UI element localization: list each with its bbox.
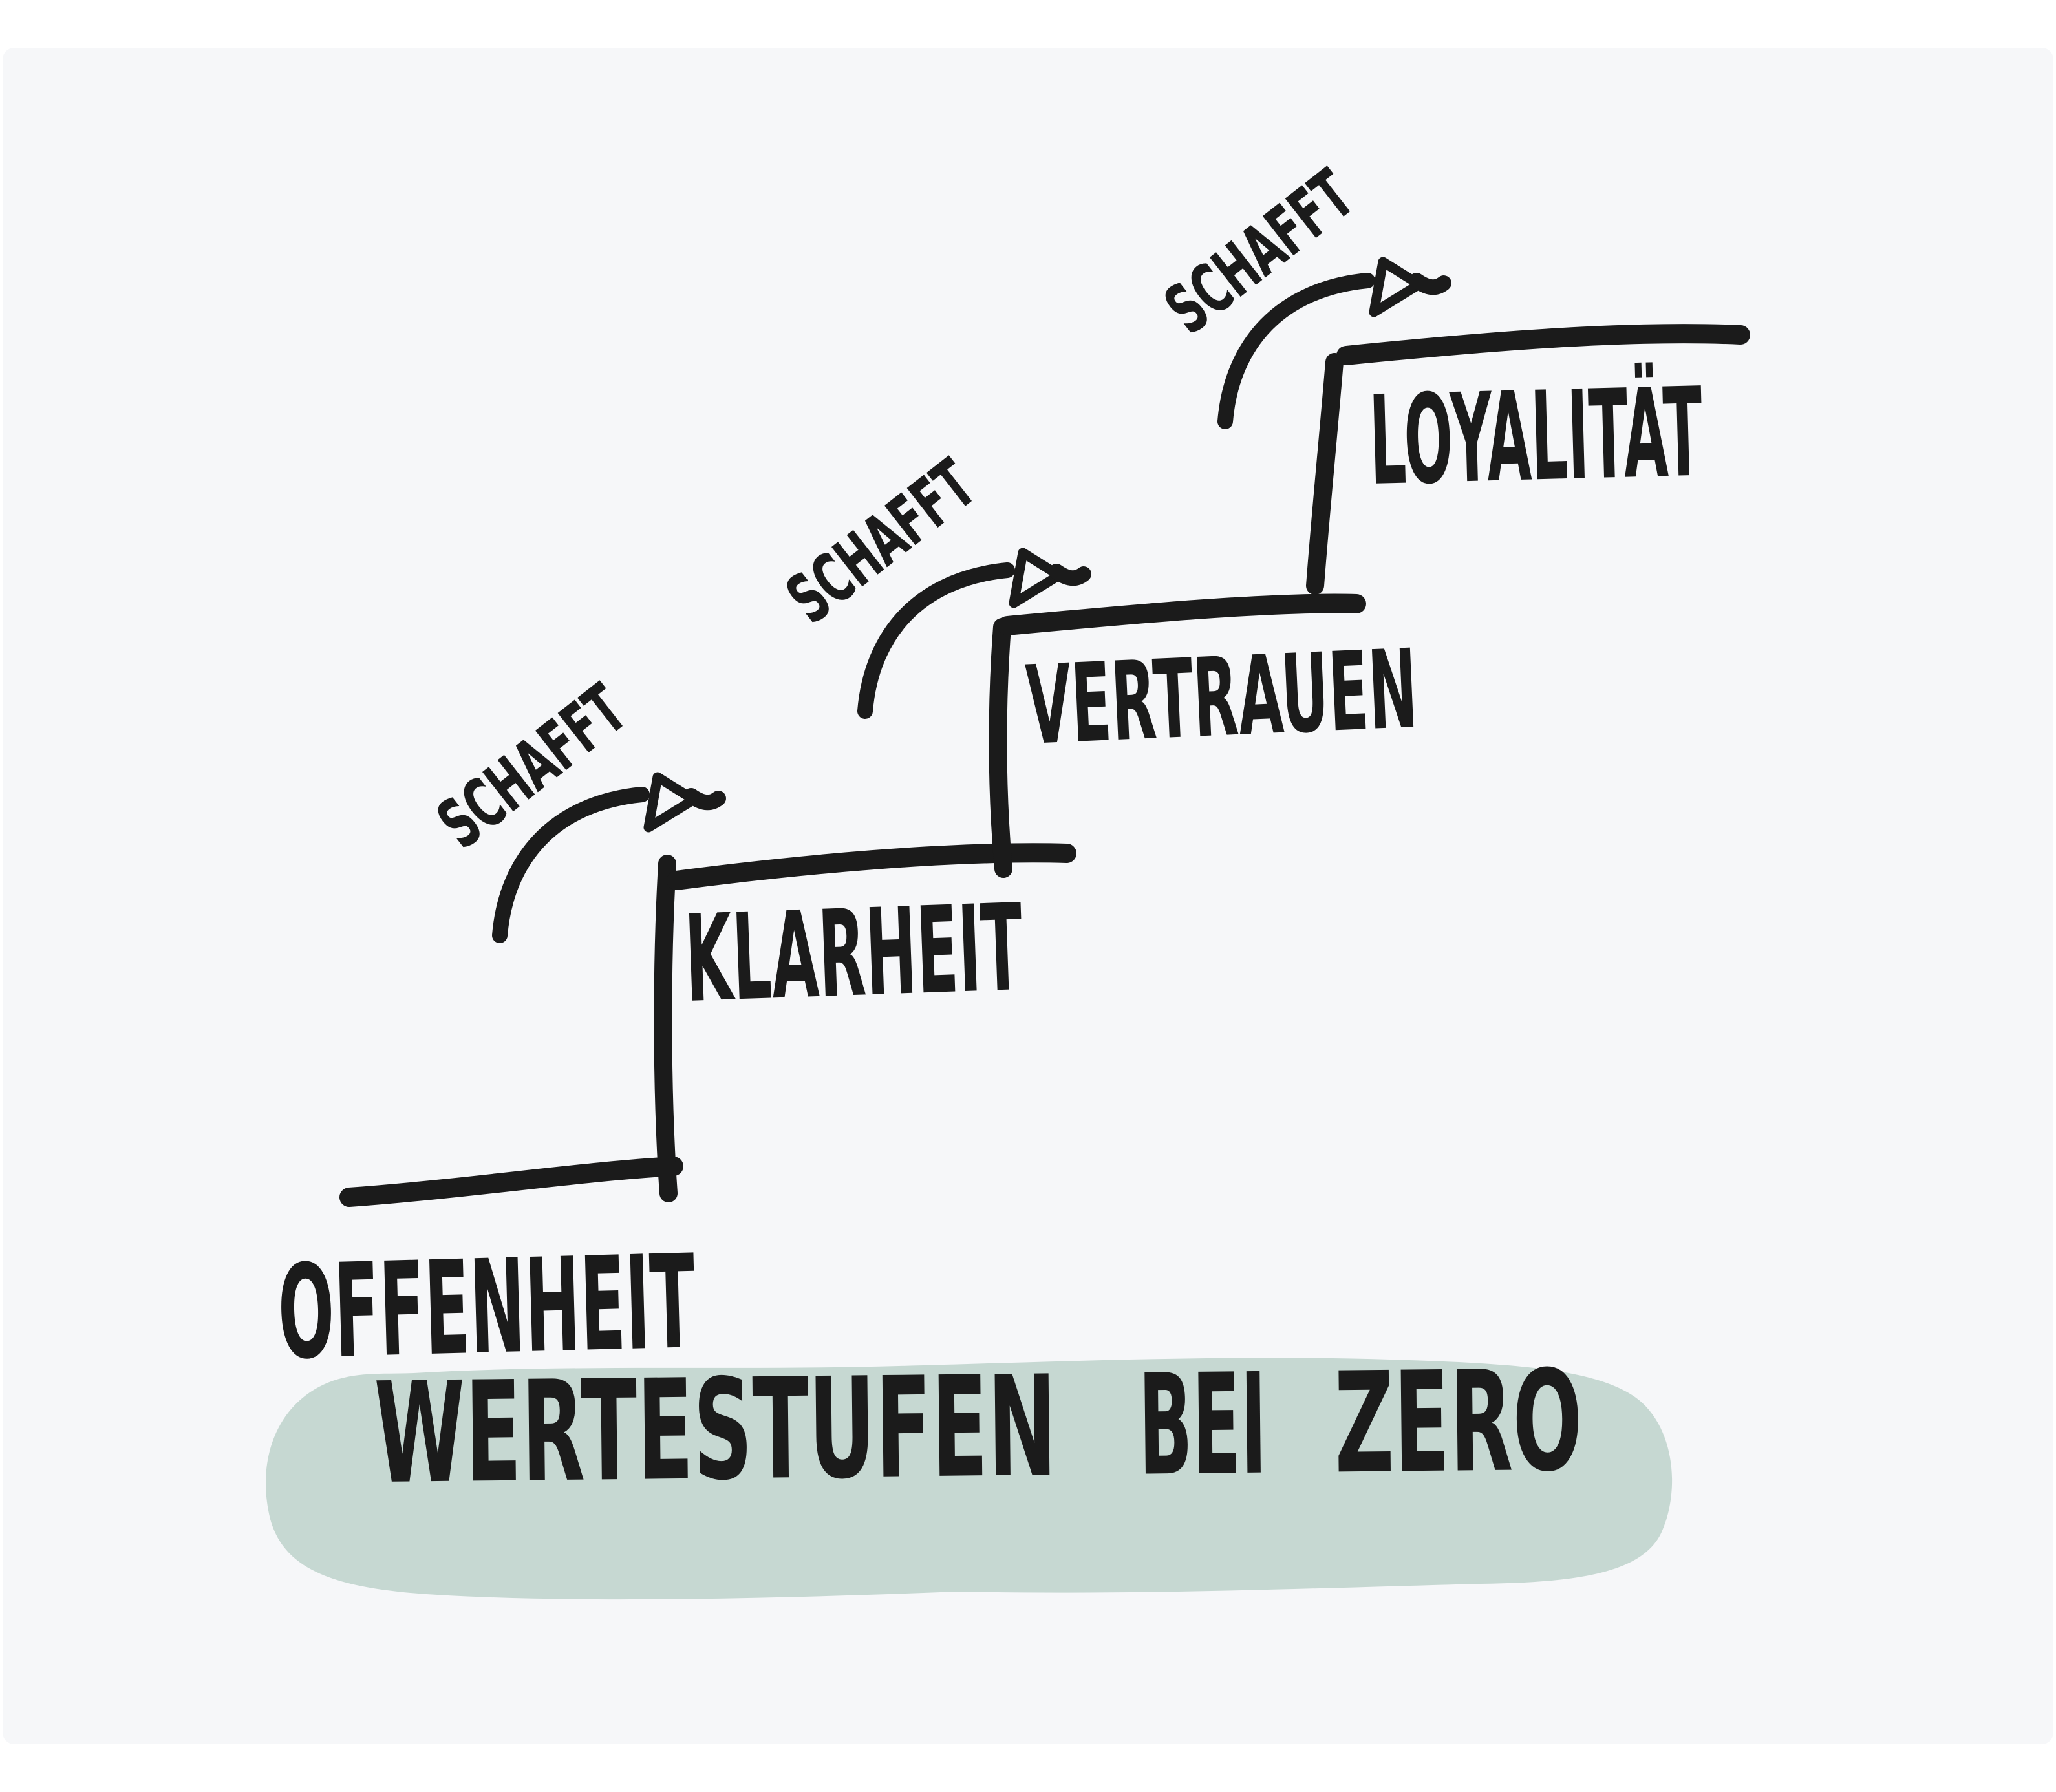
step-riser-loyalitaet bbox=[1306, 353, 1344, 595]
step-riser-vertrauen bbox=[989, 618, 1012, 878]
arrow-arc bbox=[857, 562, 1015, 719]
step-tread-vertrauen bbox=[998, 593, 1366, 635]
title-highlight bbox=[266, 1358, 1673, 1600]
arrow-head-icon bbox=[1009, 548, 1064, 608]
arrow-head-icon bbox=[643, 772, 699, 833]
title: WERTESTUFEN BEI ZERO bbox=[374, 1339, 1583, 1515]
step-label-vertrauen: VERTRAUEN bbox=[1023, 626, 1420, 769]
step-tread-klarheit bbox=[667, 843, 1076, 890]
step-label-loyalitaet: LOYALITÄT bbox=[1367, 361, 1704, 513]
arrow-head-tail bbox=[683, 788, 726, 811]
step-label-offenheit: OFFENHEIT bbox=[276, 1227, 697, 1389]
arrow-head-tail bbox=[1409, 273, 1451, 295]
title-word-zero: ZERO bbox=[1334, 1339, 1583, 1504]
title-word-wertestufen: WERTESTUFEN bbox=[374, 1345, 1058, 1515]
step-label-klarheit: KLARHEIT bbox=[683, 878, 1025, 1029]
step-tread-offenheit bbox=[339, 1157, 683, 1207]
arrow-arc bbox=[1217, 273, 1375, 429]
step-riser-klarheit bbox=[654, 855, 678, 1202]
arrow-head-icon bbox=[1369, 257, 1424, 317]
title-word-bei: BEI bbox=[1138, 1343, 1268, 1507]
arrow-arc bbox=[492, 787, 650, 943]
arrow-head-tail bbox=[1049, 564, 1091, 586]
drawing-panel bbox=[3, 48, 2053, 1744]
step-tread-loyalitaet bbox=[1336, 324, 1750, 365]
